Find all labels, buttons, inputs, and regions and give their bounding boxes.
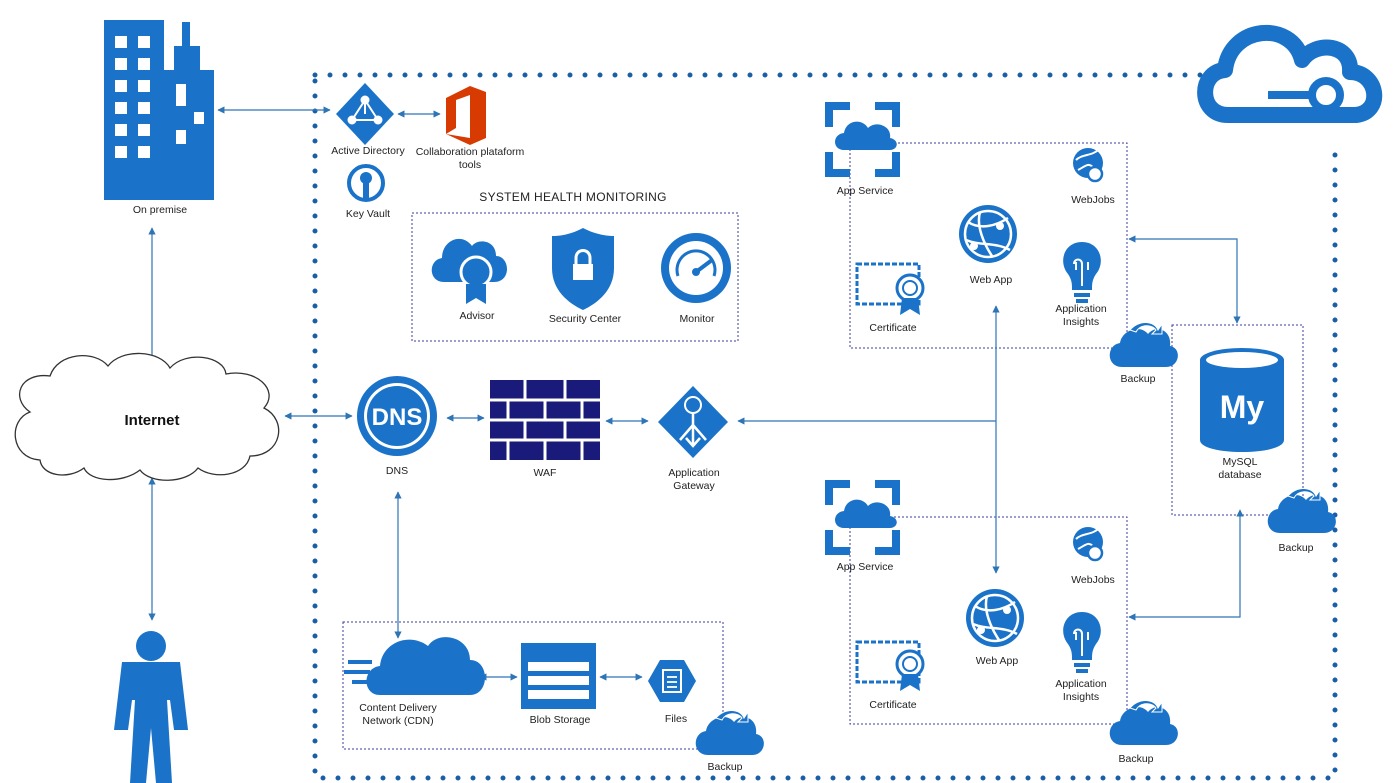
conn-apps-mysql-bottom	[1128, 509, 1244, 621]
mysql-label-line2: database	[1218, 469, 1261, 481]
webjobs-label-top: WebJobs	[1071, 194, 1115, 206]
web-app-label-bottom: Web App	[976, 655, 1019, 667]
files-label: Files	[665, 713, 687, 725]
health-monitoring-title: SYSTEM HEALTH MONITORING	[479, 190, 666, 204]
key-vault-icon	[347, 164, 385, 202]
app-service-box-top	[849, 142, 1128, 349]
backup-icon	[1109, 700, 1178, 745]
monitor-label: Monitor	[679, 313, 715, 325]
web-app-icon	[966, 589, 1024, 647]
certificate-icon	[855, 262, 925, 315]
security-center-label: Security Center	[549, 313, 622, 325]
app-service-icon	[825, 102, 900, 177]
webjobs-icon	[1073, 148, 1104, 183]
backup-icon	[1267, 488, 1336, 533]
waf-label: WAF	[534, 467, 557, 479]
key-vault-label: Key Vault	[346, 208, 390, 220]
files-icon	[648, 660, 696, 702]
webjobs-label-bottom: WebJobs	[1071, 574, 1115, 586]
blob-storage-label: Blob Storage	[530, 714, 591, 726]
blob-storage-icon	[521, 643, 596, 709]
person-icon	[114, 631, 188, 783]
active-directory-icon	[336, 83, 394, 145]
cdn-label-line1: Content Delivery	[359, 702, 437, 714]
conn-apps-mysql-top	[1128, 235, 1241, 324]
backup-icon	[695, 710, 764, 755]
monitor-icon	[661, 233, 731, 303]
appinsights-label-bottom-line1: Application	[1055, 678, 1107, 690]
office-icon	[446, 86, 486, 145]
backup-icon	[1109, 322, 1178, 367]
certificate-icon	[855, 640, 925, 691]
application-insights-icon	[1063, 612, 1101, 673]
webjobs-icon	[1073, 527, 1104, 562]
app-service-label-bottom: App Service	[837, 561, 894, 573]
cdn-icon	[344, 637, 485, 695]
dns-glyph-text: DNS	[372, 404, 423, 431]
application-gateway-icon	[658, 386, 728, 458]
active-directory-label: Active Directory	[331, 145, 405, 157]
azure-cloud-icon	[1197, 24, 1383, 123]
web-app-label-top: Web App	[970, 274, 1013, 286]
app-service-label-top: App Service	[837, 185, 894, 197]
mysql-box	[1171, 324, 1304, 516]
health-monitoring-box	[411, 212, 739, 342]
dns-icon: DNS	[357, 376, 437, 456]
cloud-icon	[14, 352, 280, 481]
mysql-glyph-text: My	[1220, 389, 1265, 425]
backup-label-top-apps: Backup	[1120, 373, 1155, 385]
appinsights-label-top-line1: Application	[1055, 303, 1107, 315]
appgw-label-line1: Application	[668, 467, 720, 479]
advisor-label: Advisor	[459, 310, 495, 322]
storage-box	[342, 621, 724, 750]
appinsights-label-bottom-line2: Insights	[1063, 691, 1099, 703]
collab-label-line2: tools	[459, 159, 481, 171]
building-icon	[104, 20, 214, 200]
advisor-icon	[431, 238, 507, 304]
certificate-label-top: Certificate	[869, 322, 916, 334]
app-service-box-bottom	[849, 516, 1128, 725]
backup-label-bottom-apps: Backup	[1118, 753, 1153, 765]
cdn-label-line2: Network (CDN)	[362, 715, 433, 727]
app-service-icon	[825, 480, 900, 555]
firewall-icon	[490, 380, 600, 460]
appgw-label-line2: Gateway	[673, 480, 715, 492]
web-app-icon	[959, 205, 1017, 263]
security-center-icon	[552, 228, 614, 310]
backup-label-mysql: Backup	[1278, 542, 1313, 554]
azure-boundary	[312, 72, 1338, 781]
dns-label: DNS	[386, 465, 408, 477]
appinsights-label-top-line2: Insights	[1063, 316, 1099, 328]
application-insights-icon	[1063, 242, 1101, 303]
collab-label-line1: Collaboration plataform	[416, 146, 525, 158]
mysql-icon: My	[1200, 348, 1284, 452]
internet-label: Internet	[124, 412, 179, 429]
mysql-label-line1: MySQL	[1222, 456, 1257, 468]
on-premise-label: On premise	[133, 204, 187, 216]
certificate-label-bottom: Certificate	[869, 699, 916, 711]
backup-label-storage: Backup	[707, 761, 742, 773]
